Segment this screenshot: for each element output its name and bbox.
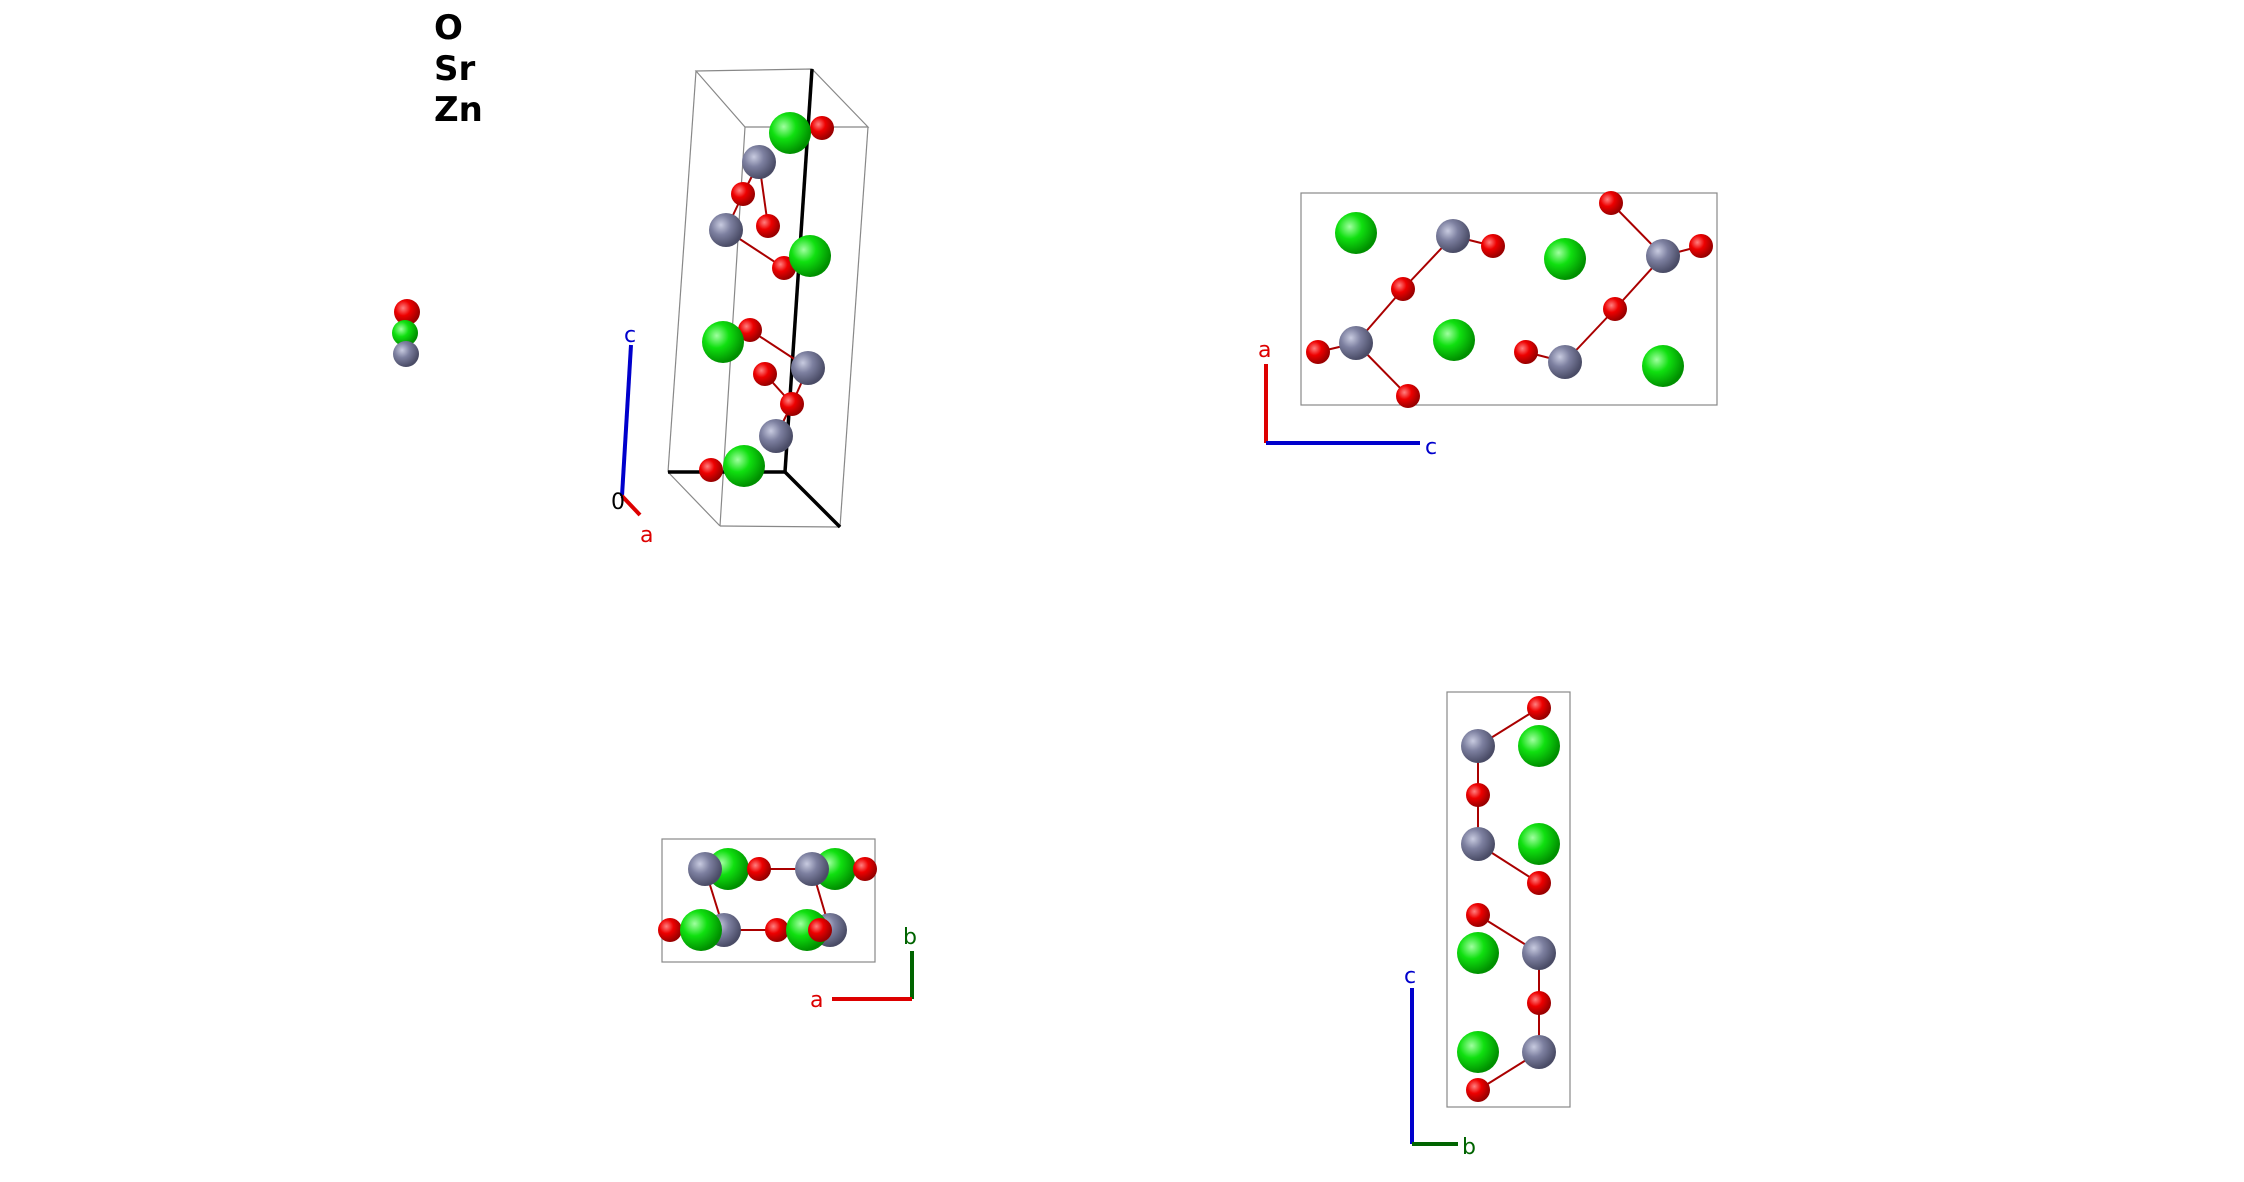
atom-sr — [1457, 1031, 1499, 1073]
axis-a-label: a — [640, 523, 653, 548]
atom-sr — [702, 321, 744, 363]
atom-o — [1306, 340, 1330, 364]
atom-o — [1603, 297, 1627, 321]
axis-c-label: c — [1425, 435, 1437, 460]
atom-sr — [1457, 932, 1499, 974]
legend-sphere-zn — [393, 341, 419, 367]
unit-cell — [1300, 192, 1718, 406]
atom-o — [753, 362, 777, 386]
atoms — [658, 848, 877, 951]
atom-sr — [1433, 319, 1475, 361]
atom-o — [765, 918, 789, 942]
axis-a-line — [620, 494, 642, 517]
atom-zn — [1548, 345, 1582, 379]
atom-sr — [680, 909, 722, 951]
atom-sr — [789, 235, 831, 277]
atom-o — [808, 918, 832, 942]
atom-sr — [723, 445, 765, 487]
axis-indicator: b a — [810, 925, 917, 1013]
axis-indicator: c b — [1404, 964, 1476, 1160]
atom-o — [731, 182, 755, 206]
atom-o — [658, 918, 682, 942]
axis-indicator: c a 0 — [611, 323, 653, 548]
axis-c-label: c — [624, 323, 636, 348]
atom-o — [1527, 696, 1551, 720]
axis-a-label: a — [810, 988, 823, 1013]
atom-zn — [1646, 239, 1680, 273]
atom-zn — [1461, 827, 1495, 861]
perspective-view: c a 0 — [611, 68, 870, 548]
atom-sr — [769, 112, 811, 154]
axis-b-label: b — [903, 925, 917, 950]
atom-sr — [1544, 238, 1586, 280]
atoms — [1457, 696, 1560, 1102]
legend-label-zn: Zn — [434, 90, 483, 130]
atom-zn — [795, 852, 829, 886]
unit-cell — [1446, 691, 1571, 1108]
atom-o — [1527, 991, 1551, 1015]
atom-o — [1466, 903, 1490, 927]
atoms — [1306, 191, 1713, 408]
atom-zn — [742, 145, 776, 179]
atom-o — [699, 458, 723, 482]
legend-label-sr: Sr — [434, 49, 476, 89]
atom-o — [738, 318, 762, 342]
view-a-b: b a — [658, 838, 917, 1013]
atom-sr — [1518, 725, 1560, 767]
axis-c-label: c — [1404, 964, 1416, 989]
atom-o — [747, 857, 771, 881]
atom-o — [1599, 191, 1623, 215]
unit-cell — [661, 838, 876, 963]
atom-zn — [791, 351, 825, 385]
atom-o — [780, 392, 804, 416]
atom-sr — [1335, 212, 1377, 254]
axis-a-label: a — [1258, 338, 1271, 363]
atom-zn — [1522, 936, 1556, 970]
atom-sr — [1642, 345, 1684, 387]
atom-o — [1391, 277, 1415, 301]
atom-zn — [1436, 219, 1470, 253]
axis-b-label: b — [1462, 1135, 1476, 1160]
axis-origin-label: 0 — [611, 490, 625, 515]
atom-zn — [1339, 326, 1373, 360]
legend-spheres — [392, 299, 420, 367]
axis-c-line — [620, 344, 633, 497]
atom-o — [1689, 234, 1713, 258]
atom-o — [1527, 871, 1551, 895]
bonds — [1477, 707, 1540, 1091]
legend-sphere-sr — [392, 320, 418, 346]
atom-o — [1514, 340, 1538, 364]
view-b-c: c b — [1404, 691, 1571, 1160]
legend-label-o: O — [434, 8, 463, 48]
atom-zn — [688, 852, 722, 886]
axis-indicator: a c — [1258, 338, 1437, 460]
atom-zn — [1461, 729, 1495, 763]
atoms — [699, 112, 834, 487]
atom-o — [1481, 234, 1505, 258]
atom-zn — [759, 419, 793, 453]
atom-o — [810, 116, 834, 140]
unit-cell — [667, 68, 870, 528]
atom-o — [1466, 783, 1490, 807]
atom-zn — [1522, 1035, 1556, 1069]
legend-sphere-o — [394, 299, 420, 325]
atom-sr — [1518, 823, 1560, 865]
atom-o — [853, 857, 877, 881]
atom-zn — [709, 213, 743, 247]
atom-o — [1466, 1078, 1490, 1102]
atom-o — [756, 214, 780, 238]
view-a-c: a c — [1258, 191, 1718, 460]
atom-o — [1396, 384, 1420, 408]
